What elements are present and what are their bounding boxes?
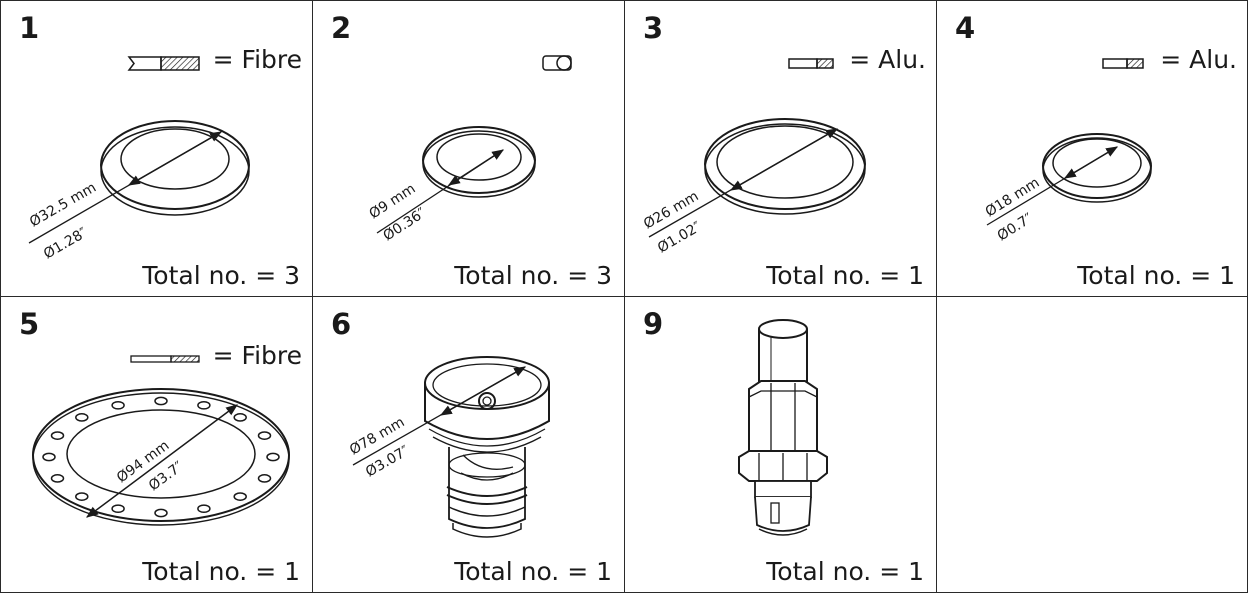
gasket-drawing: Ø18 mm Ø0.7″ [983, 133, 1152, 244]
diameter-inch-label: Ø1.28″ [41, 225, 90, 263]
bolt-hole [50, 474, 65, 483]
part-cell-5: 5 = Fibre Ø94 mm Ø3.7″ Total no. = 1 [0, 296, 313, 593]
empty-cell [936, 296, 1248, 593]
flange-gasket-drawing: Ø94 mm Ø3.7″ [32, 388, 290, 526]
bolt-hole [42, 452, 56, 462]
bolt-hole [197, 504, 211, 514]
total-count: Total no. = 1 [142, 557, 300, 586]
part-number: 6 [331, 307, 352, 341]
bolt-hole [75, 413, 89, 422]
total-count: Total no. = 3 [454, 261, 612, 290]
bolt-hole [75, 492, 89, 501]
material-label: = Fibre [212, 341, 302, 370]
total-count: Total no. = 3 [142, 261, 300, 290]
valve-insert-drawing: Ø78 mm Ø3.07″ [347, 356, 550, 538]
part-number: 2 [331, 11, 352, 45]
diameter-inch-label: Ø0.7″ [995, 210, 1036, 244]
part-cell-2: 2 Ø9 mm Ø0.36″ Total no. = 3 [312, 0, 625, 297]
oring-drawing: Ø9 mm Ø0.36″ [366, 126, 536, 244]
part-number: 3 [643, 11, 664, 45]
bolt-hole [266, 452, 280, 462]
bolt-hole [154, 396, 168, 406]
material-label: = Alu. [849, 45, 926, 74]
bolt-hole [233, 492, 247, 501]
material-symbol-fibre-icon [127, 56, 200, 71]
total-count: Total no. = 1 [766, 557, 924, 586]
material-symbol-alu-icon [788, 58, 834, 69]
part-cell-6: 6 Ø78 mm Ø3.07″ Total no. = 1 [312, 296, 625, 593]
part-number: 5 [19, 307, 40, 341]
part-cell-9: 9 Total no. = 1 [624, 296, 937, 593]
part-cell-1: 1 = Fibre Ø32.5 mm Ø1.28″ Total no. = 3 [0, 0, 313, 297]
material-label: = Fibre [212, 45, 302, 74]
part-cell-4: 4 = Alu. Ø18 mm Ø0.7″ Total no. = 1 [936, 0, 1248, 297]
material-symbol-alu-icon [1102, 58, 1144, 69]
part-cell-3: 3 = Alu. Ø26 mm Ø1.02″ Total no. = 1 [624, 0, 937, 297]
part-number: 4 [955, 11, 976, 45]
total-count: Total no. = 1 [1077, 261, 1235, 290]
bolt-hole [111, 400, 125, 410]
material-symbol-fibre-icon [130, 355, 200, 363]
bolt-hole [111, 504, 125, 514]
valve-stem-drawing [738, 319, 828, 536]
gasket-drawing: Ø32.5 mm Ø1.28″ [27, 120, 250, 263]
bolt-hole [197, 400, 211, 410]
bolt-hole [233, 413, 247, 422]
part-number: 1 [19, 11, 40, 45]
material-label: = Alu. [1160, 45, 1237, 74]
gasket-drawing: Ø26 mm Ø1.02″ [641, 118, 866, 256]
bolt-hole [50, 431, 65, 440]
material-symbol-oring-icon [542, 55, 572, 71]
total-count: Total no. = 1 [766, 261, 924, 290]
bolt-hole [257, 431, 272, 440]
bolt-hole [257, 474, 272, 483]
part-number: 9 [643, 307, 664, 341]
total-count: Total no. = 1 [454, 557, 612, 586]
bolt-hole [154, 508, 168, 518]
